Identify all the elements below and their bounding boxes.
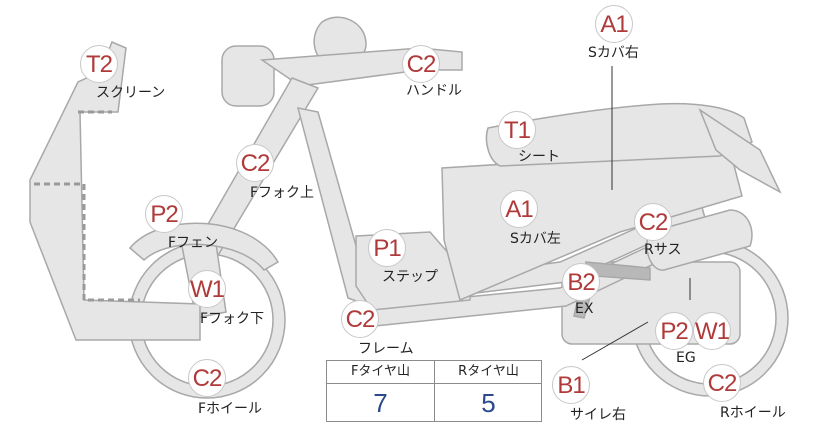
frame-label: フレーム xyxy=(358,341,414,357)
rear-wheel-label: Rホイール xyxy=(720,405,786,421)
screen-code-marker[interactable]: T2 xyxy=(80,45,118,83)
tire-tread-table: Fタイヤ山 Rタイヤ山 7 5 xyxy=(326,360,542,422)
rear-susp-label: Rサス xyxy=(644,242,682,258)
cover-right-label: Sカバ右 xyxy=(588,45,639,61)
muffler-right-code-marker[interactable]: B1 xyxy=(552,366,590,404)
exhaust-label: EX xyxy=(575,301,594,317)
front-wheel-code-marker[interactable]: C2 xyxy=(188,359,226,397)
fork-upper-code-marker[interactable]: C2 xyxy=(236,144,274,182)
rear-wheel-code-marker[interactable]: C2 xyxy=(703,364,741,402)
fork-upper-label: Fフォク上 xyxy=(250,185,315,201)
rear-susp-code-marker[interactable]: C2 xyxy=(634,203,672,241)
front-tread-value: 7 xyxy=(373,388,388,418)
seat-label: シート xyxy=(518,149,560,165)
cover-left-code-marker[interactable]: A1 xyxy=(500,190,538,228)
step-code-marker[interactable]: P1 xyxy=(368,229,406,267)
rear-tread-header: Rタイヤ山 xyxy=(458,364,519,379)
cover-right-code-marker[interactable]: A1 xyxy=(595,5,633,43)
fork-lower-code-marker[interactable]: W1 xyxy=(188,270,226,308)
engine-label: EG xyxy=(676,350,696,366)
front-fender-label: Fフェン xyxy=(168,235,219,251)
step-label: ステップ xyxy=(382,269,438,285)
handle-code-marker[interactable]: C2 xyxy=(402,45,440,83)
exhaust-code-marker[interactable]: B2 xyxy=(562,263,600,301)
engine-p-code-marker[interactable]: P2 xyxy=(655,312,693,350)
muffler-right-label: サイレ右 xyxy=(570,407,626,423)
front-tread-header: Fタイヤ山 xyxy=(350,364,411,379)
engine-w-code-marker[interactable]: W1 xyxy=(693,312,731,350)
frame-code-marker[interactable]: C2 xyxy=(341,300,379,338)
screen-label: スクリーン xyxy=(96,85,166,101)
seat-code-marker[interactable]: T1 xyxy=(498,111,536,149)
rear-tread-value: 5 xyxy=(481,388,496,418)
fork-lower-label: Fフォク下 xyxy=(200,311,265,327)
table-divider-vertical xyxy=(434,361,435,421)
front-wheel-label: Fホイール xyxy=(198,401,263,417)
front-fender-code-marker[interactable]: P2 xyxy=(145,195,183,233)
cover-left-label: Sカバ左 xyxy=(510,231,561,247)
handle-label: ハンドル xyxy=(406,83,462,99)
